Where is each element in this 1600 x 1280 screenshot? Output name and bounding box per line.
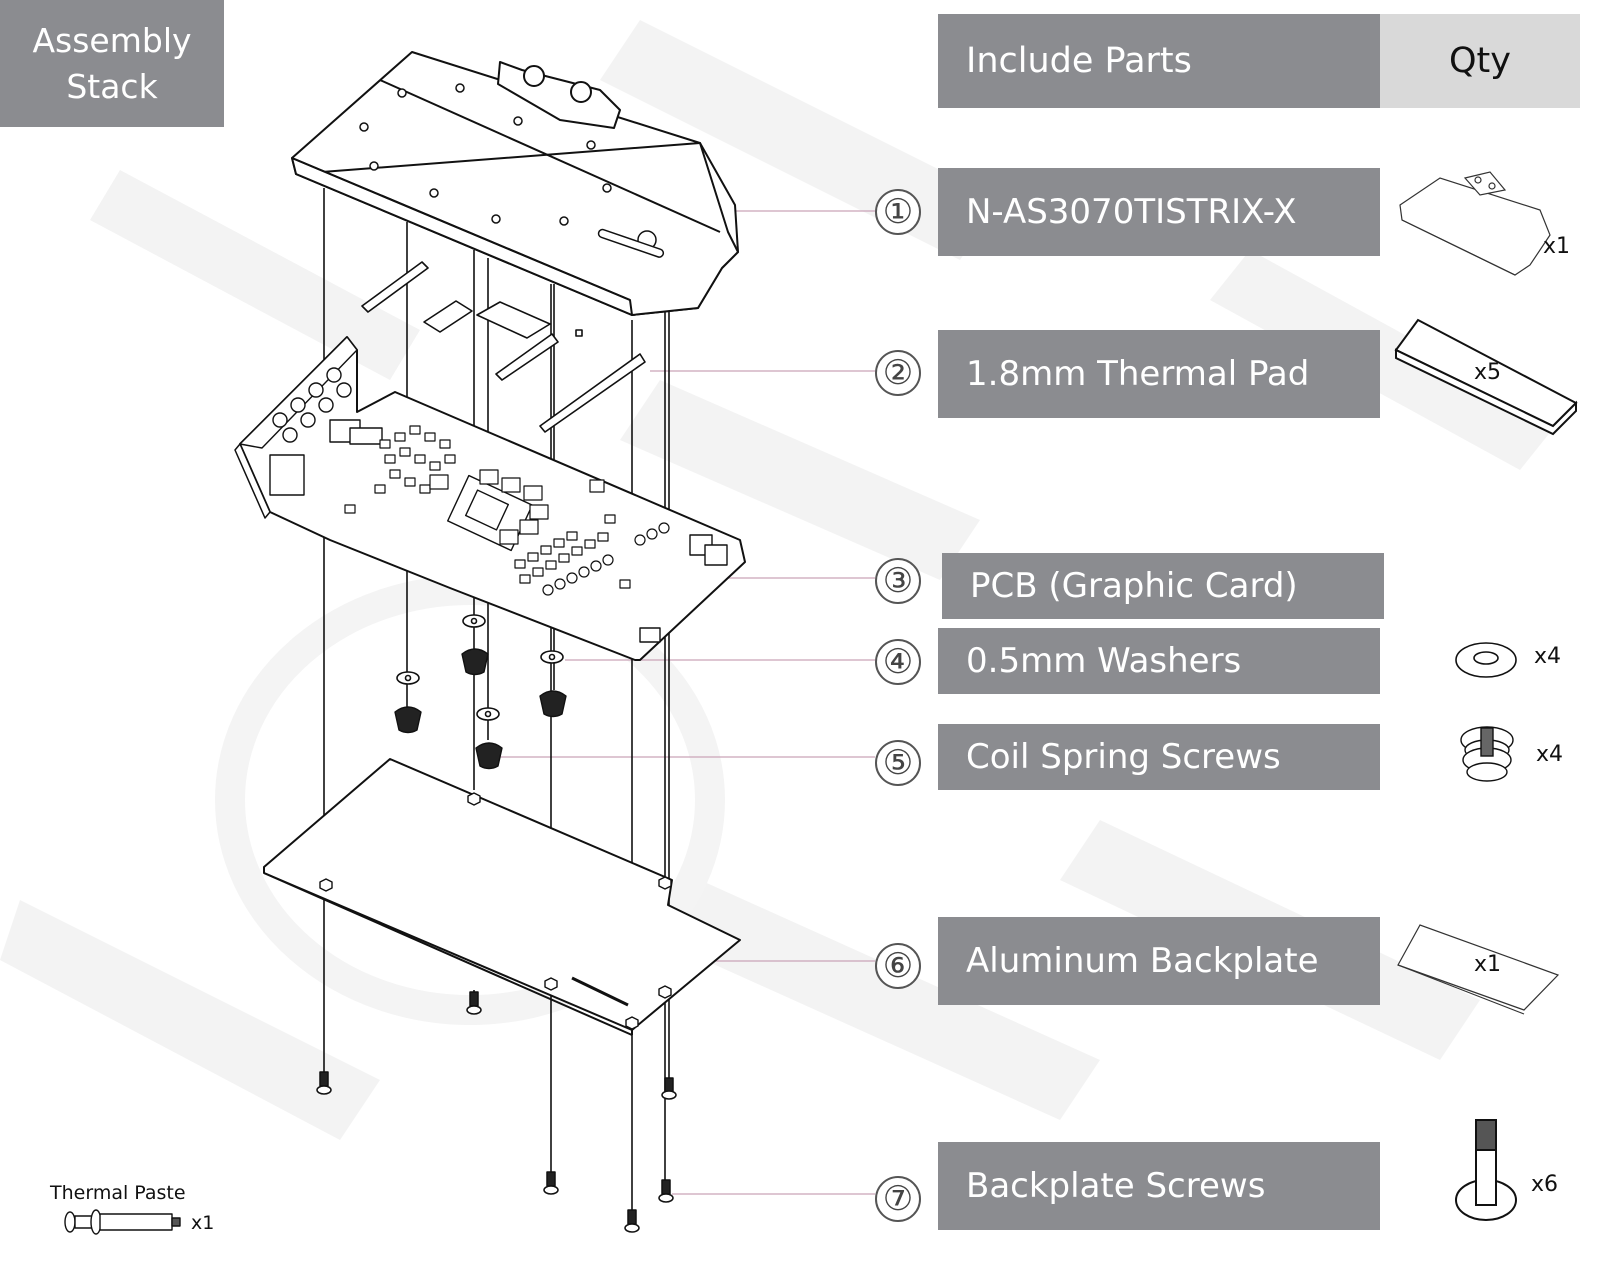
backplate-drawing <box>263 758 741 1036</box>
title-line-2: Stack <box>66 66 158 106</box>
part-number-1: ① <box>875 189 921 235</box>
assembly-stack-title: Assembly Stack <box>0 0 224 127</box>
screw-icon <box>1455 1119 1517 1221</box>
thermal-pad-icon <box>1394 318 1578 436</box>
part-label-5: Coil Spring Screws <box>938 724 1380 790</box>
part-number-2: ② <box>875 350 921 396</box>
thermal-pads-drawing <box>361 261 646 433</box>
include-parts-header: Include Parts <box>938 14 1380 108</box>
part-label-7: Backplate Screws <box>938 1142 1380 1230</box>
thermal-paste-label: Thermal Paste <box>50 1182 186 1204</box>
part-label-2: 1.8mm Thermal Pad <box>938 330 1380 418</box>
part-number-3: ③ <box>875 558 921 604</box>
part-label-6: Aluminum Backplate <box>938 917 1380 1005</box>
part-number-5: ⑤ <box>875 740 921 786</box>
backplate-screws-drawing <box>316 991 677 1233</box>
part-qty-7: x6 <box>1531 1172 1559 1197</box>
backplate-icon <box>1397 924 1560 1015</box>
waterblock-drawing <box>291 51 739 316</box>
part-qty-4: x4 <box>1534 644 1562 669</box>
io-bracket <box>239 336 358 449</box>
part-qty-1: x1 <box>1543 234 1571 259</box>
part-qty-5: x4 <box>1536 742 1564 767</box>
qty-header: Qty <box>1380 14 1580 108</box>
part-number-7: ⑦ <box>875 1176 921 1222</box>
alignment-lines <box>323 188 670 1222</box>
title-line-1: Assembly <box>32 20 192 60</box>
pcb-drawing <box>234 336 746 661</box>
part-label-4: 0.5mm Washers <box>938 628 1380 694</box>
waterblock-icon <box>1399 171 1551 276</box>
washer-icon <box>1455 642 1517 678</box>
part-qty-6: x1 <box>1474 952 1502 977</box>
part-qty-2: x5 <box>1474 360 1502 385</box>
pcb-components <box>344 425 670 596</box>
part-label-3: PCB (Graphic Card) <box>942 553 1384 619</box>
thermal-paste-qty: x1 <box>191 1212 215 1234</box>
coil-spring-screw-icon <box>1460 726 1514 782</box>
part-label-1: N-AS3070TISTRIX-X <box>938 168 1380 256</box>
washers-drawing <box>396 614 564 721</box>
part-number-6: ⑥ <box>875 943 921 989</box>
part-number-4: ④ <box>875 639 921 685</box>
coil-springs-drawing <box>394 648 567 770</box>
syringe-icon <box>64 1209 181 1235</box>
